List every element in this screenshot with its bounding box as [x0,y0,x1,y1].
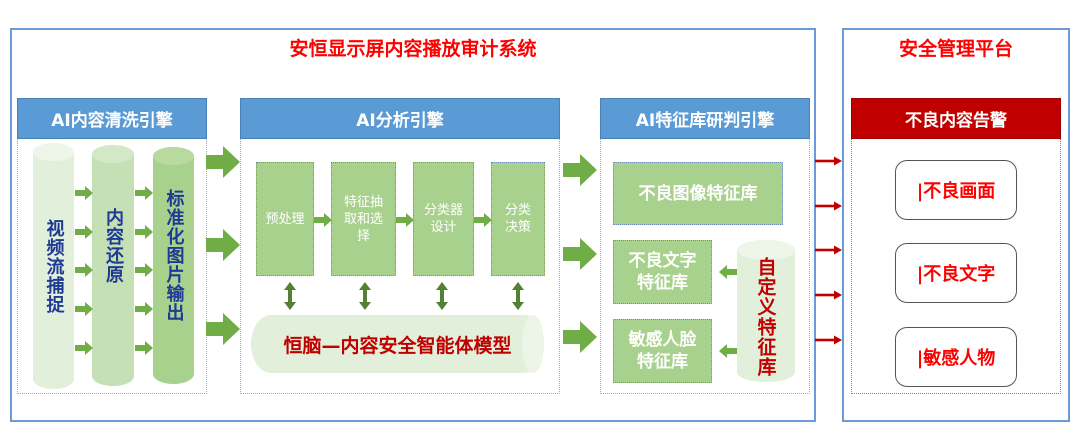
flow-arrow-icon [206,313,240,345]
arrow-right-icon [135,341,153,355]
analysis-engine-header: AI分析引擎 [240,98,560,139]
alert-arrow-icon [815,335,842,345]
alert-label: |不良画面 [916,181,996,202]
arrow-left-icon [719,265,737,279]
step-feature-extraction: 特征抽 取和选 择 [331,162,396,276]
arrow-right-icon [75,186,93,200]
platform-title: 安全管理平台 [898,38,1013,60]
alert-bad-text[interactable]: |不良文字 [895,243,1017,303]
custom-library-cylinder: 自定义特征库 [737,240,795,382]
alert-panel [851,139,1061,394]
arrow-right-icon [135,263,153,277]
arrow-right-icon [474,213,492,227]
flow-arrow-icon [563,154,597,186]
arrow-right-icon [75,263,93,277]
stage-label: 标准化图片输出 [163,189,185,322]
alert-label: |不良文字 [916,264,996,285]
arrow-right-icon [396,213,414,227]
step-classification-decision: 分类 决策 [491,162,545,276]
step-classifier-design: 分类器 设计 [413,162,474,276]
stage-label: 视频流捕捉 [43,218,65,314]
arrow-left-icon [719,344,737,358]
model-label: 恒脑—内容安全智能体模型 [283,334,512,357]
alert-arrow-icon [815,245,842,255]
library-label: 敏感人脸 特征库 [628,330,697,372]
stage-video-capture: 视频流捕捉 [33,143,74,389]
alert-arrow-icon [815,290,842,300]
alert-sensitive-person[interactable]: |敏感人物 [895,327,1017,387]
flow-arrow-icon [206,229,240,261]
analysis-engine-panel [240,139,560,394]
arrow-right-icon [75,302,93,316]
feature-engine-panel [600,139,810,394]
library-bad-text: 不良文字 特征库 [613,240,712,304]
alert-label: |敏感人物 [916,348,996,369]
arrow-right-icon [135,186,153,200]
library-bad-image: 不良图像特征库 [613,162,783,225]
library-label: 不良图像特征库 [638,183,758,204]
flow-arrow-icon [563,238,597,270]
alert-bad-image[interactable]: |不良画面 [895,160,1017,220]
bidirectional-arrow-icon [284,282,296,310]
stage-label: 内容还原 [103,207,124,284]
alert-header: 不良内容告警 [851,98,1061,139]
arrow-right-icon [75,225,93,239]
arrow-right-icon [135,302,153,316]
alert-arrow-icon [815,201,842,211]
flow-arrow-icon [206,146,240,178]
step-label: 预处理 [265,211,305,227]
step-label: 分类 决策 [504,203,531,235]
bidirectional-arrow-icon [436,282,448,310]
step-label: 特征抽 取和选 择 [343,194,383,244]
library-label: 不良文字 特征库 [628,251,697,293]
alert-arrow-icon [815,156,842,166]
arrow-right-icon [135,225,153,239]
step-preprocess: 预处理 [256,162,314,276]
custom-library-label: 自定义特征库 [754,257,777,377]
stage-content-restore: 内容还原 [92,145,134,386]
model-cylinder: 恒脑—内容安全智能体模型 [251,315,544,373]
cleaning-engine-header: AI内容清洗引擎 [17,98,207,139]
library-sensitive-face: 敏感人脸 特征库 [613,319,712,383]
bidirectional-arrow-icon [359,282,371,310]
cleaning-engine-panel [17,139,207,394]
step-label: 分类器 设计 [423,203,463,235]
arrow-right-icon [314,213,332,227]
arrow-right-icon [75,341,93,355]
feature-engine-header: AI特征库研判引擎 [600,98,810,139]
stage-standard-image-output: 标准化图片输出 [153,147,194,384]
bidirectional-arrow-icon [512,282,524,310]
system-title: 安恒显示屏内容播放审计系统 [289,38,537,60]
flow-arrow-icon [563,321,597,353]
